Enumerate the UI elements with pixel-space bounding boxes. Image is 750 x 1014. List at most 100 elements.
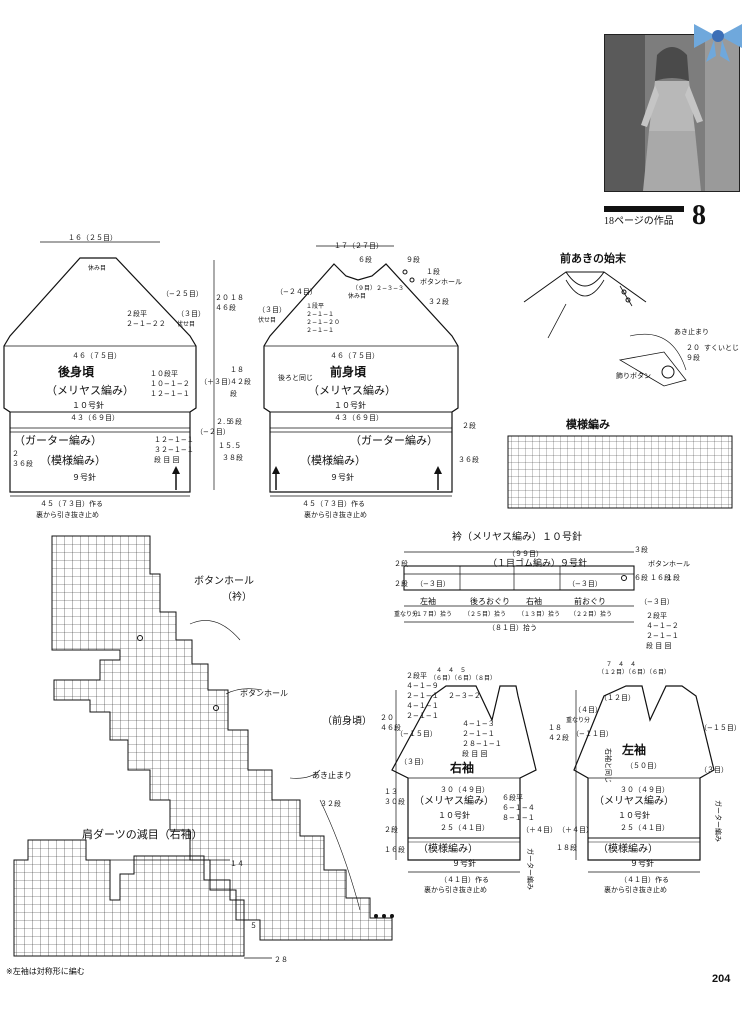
left-sleeve-m11: （−１１目）: [572, 730, 613, 738]
back-dec-rule2: ２−１−２２: [126, 320, 166, 328]
back-side1: １０段平: [150, 369, 178, 378]
front-neck-f: ２−１−１: [306, 327, 334, 334]
right-sleeve-needle1: １０号針: [438, 810, 470, 820]
collar-pick-total: （８１目）拾う: [488, 623, 537, 632]
collar-c1: ３段: [634, 545, 648, 554]
back-h8: ３８段: [222, 453, 243, 462]
collar-diagram: [403, 551, 635, 623]
right-sleeve-dart4: ２８−１−１: [462, 740, 502, 748]
back-neck-minus: （−２５目）: [162, 290, 203, 298]
front-stitch1: （メリヤス編み）: [308, 383, 396, 397]
collar-buttonhole: ボタンホール: [648, 559, 690, 568]
right-sleeve-w3: （４１目）作る: [440, 875, 489, 884]
right-sleeve-needle2: ９号針: [452, 858, 476, 868]
collar-c5: ２段: [394, 559, 408, 568]
back-stitch3: （模様編み）: [40, 453, 106, 467]
left-sleeve-f4: （４目）: [574, 706, 602, 714]
page-reference: 18ページの作品: [604, 216, 674, 227]
front-neck-b: 休み目: [348, 292, 366, 300]
right-sleeve-lft3: ２−１−１: [406, 692, 439, 700]
left-sleeve-p4: （＋４目）: [558, 826, 593, 834]
collar-back-neck: 後ろおぐり: [470, 596, 510, 606]
back-armhole2: 伏せ目: [177, 320, 195, 328]
back-width-low: ４３（６９目）: [70, 414, 119, 422]
front-width-low: ４３（６９目）: [334, 414, 383, 422]
collar-r1: ２段平: [646, 611, 667, 620]
pattern-grid: [507, 435, 733, 509]
front-v6: ３６段: [458, 455, 479, 464]
collar-rib: （１目ゴム編み）９号針: [488, 557, 587, 569]
right-sleeve-dart2: ４−１−３: [462, 720, 495, 728]
front-armhole2: 伏せ目: [258, 316, 276, 324]
right-sleeve-w2: ２５（４１目）: [440, 824, 489, 832]
front-armhole: （３目）: [258, 306, 286, 314]
back-rest: 休み目: [88, 264, 106, 272]
right-sleeve-s1: ６段平: [502, 793, 523, 802]
front-stitch2: （ガーター編み）: [350, 433, 438, 447]
back-dec-rule1: ２段平: [126, 309, 147, 318]
left-sleeve-stitch1: （メリヤス編み）: [594, 794, 674, 807]
left-sleeve-w50: （５０目）: [626, 762, 661, 770]
front-same-as-back: 後ろと同じ: [278, 373, 313, 382]
back-side4: １２−１−１: [154, 436, 194, 444]
chart-stop: あき止まり: [312, 770, 352, 780]
left-sleeve-m15: （−１５目）: [700, 724, 741, 732]
back-side3: １２−１−１: [150, 390, 190, 398]
left-sleeve-diagram: [573, 685, 715, 873]
placket-diagram: [523, 271, 687, 387]
right-sleeve-lft4: ４−１−１: [406, 702, 439, 710]
back-stitch2: （ガーター編み）: [14, 433, 102, 447]
ribbon-logo: [694, 24, 742, 62]
left-sleeve-needle1: １０号針: [618, 810, 650, 820]
placket-n2: ９段: [686, 353, 700, 362]
back-width-mid: ４６（７５目）: [72, 352, 121, 360]
collar-r2: ４−１−２: [646, 622, 679, 630]
right-sleeve-top: ４ ４ ５: [436, 667, 466, 674]
chart-buttonhole: ボタンホール: [240, 689, 288, 698]
right-sleeve-dart3: ２−１−１: [462, 730, 495, 738]
front-top-width: １７（２７目）: [334, 242, 383, 250]
placket-title: 前あきの始末: [560, 251, 627, 265]
front-needle1: １０号針: [334, 400, 366, 410]
collar-minus3: （−３目）: [416, 580, 450, 588]
placket-slip: すくいとじ: [704, 344, 739, 352]
left-sleeve-cast-on: 裏から引き抜き止め: [604, 885, 667, 894]
collar-pick2: （２５目）拾う: [464, 610, 506, 618]
right-sleeve-s2: ６−１−４: [502, 804, 535, 812]
back-h7: １５.５: [218, 442, 241, 450]
collar-front-neck: 前おぐり: [574, 596, 606, 606]
right-sleeve-lft2: ４−１−９: [406, 682, 439, 690]
back-body-diagram: [3, 241, 215, 497]
back-h2: ４６段: [215, 303, 236, 312]
back-side6: 段 目 回: [154, 455, 179, 464]
placket-stop: あき止まり: [674, 327, 709, 336]
back-side5: ３２−１−１: [154, 446, 194, 454]
back-h9: ２: [12, 450, 19, 458]
back-h11: １８: [230, 366, 244, 374]
right-sleeve-s3: ８−１−１: [502, 814, 535, 822]
chart-n14: １４: [230, 860, 244, 868]
back-h3: １８: [230, 294, 244, 302]
back-width-bottom: ４５（７３目）作る: [40, 499, 103, 508]
left-sleeve-w2: ２５（４１目）: [620, 824, 669, 832]
right-sleeve-diagram: [391, 685, 537, 873]
back-h12: 段: [230, 389, 237, 398]
right-sleeve-h1: ２０: [380, 714, 394, 722]
right-sleeve-dart1: ２−３−２: [448, 692, 481, 700]
page-number: 204: [712, 973, 731, 985]
front-body-diagram: [263, 245, 459, 497]
front-buttonhole: ボタンホール: [420, 277, 462, 286]
stitch-chart: [13, 535, 394, 959]
collar-pick3: （１３目）拾う: [518, 610, 560, 618]
left-sleeve-m3: （３目）: [700, 766, 728, 774]
collar-minus3b: （−３目）: [568, 580, 602, 588]
left-sleeve-stitch2: （模様編み）: [598, 842, 658, 855]
back-needle1: １０号針: [72, 400, 104, 410]
front-cast-on: 裏から引き抜き止め: [304, 510, 367, 519]
right-sleeve-h8: １６段: [384, 845, 405, 854]
collar-pick1: （１７目）拾う: [410, 610, 452, 618]
back-h4: ４２段: [230, 377, 251, 386]
left-sleeve-w1: ３０（４９目）: [620, 786, 669, 794]
front-neck-a: （９目）２−３−３: [352, 285, 404, 292]
